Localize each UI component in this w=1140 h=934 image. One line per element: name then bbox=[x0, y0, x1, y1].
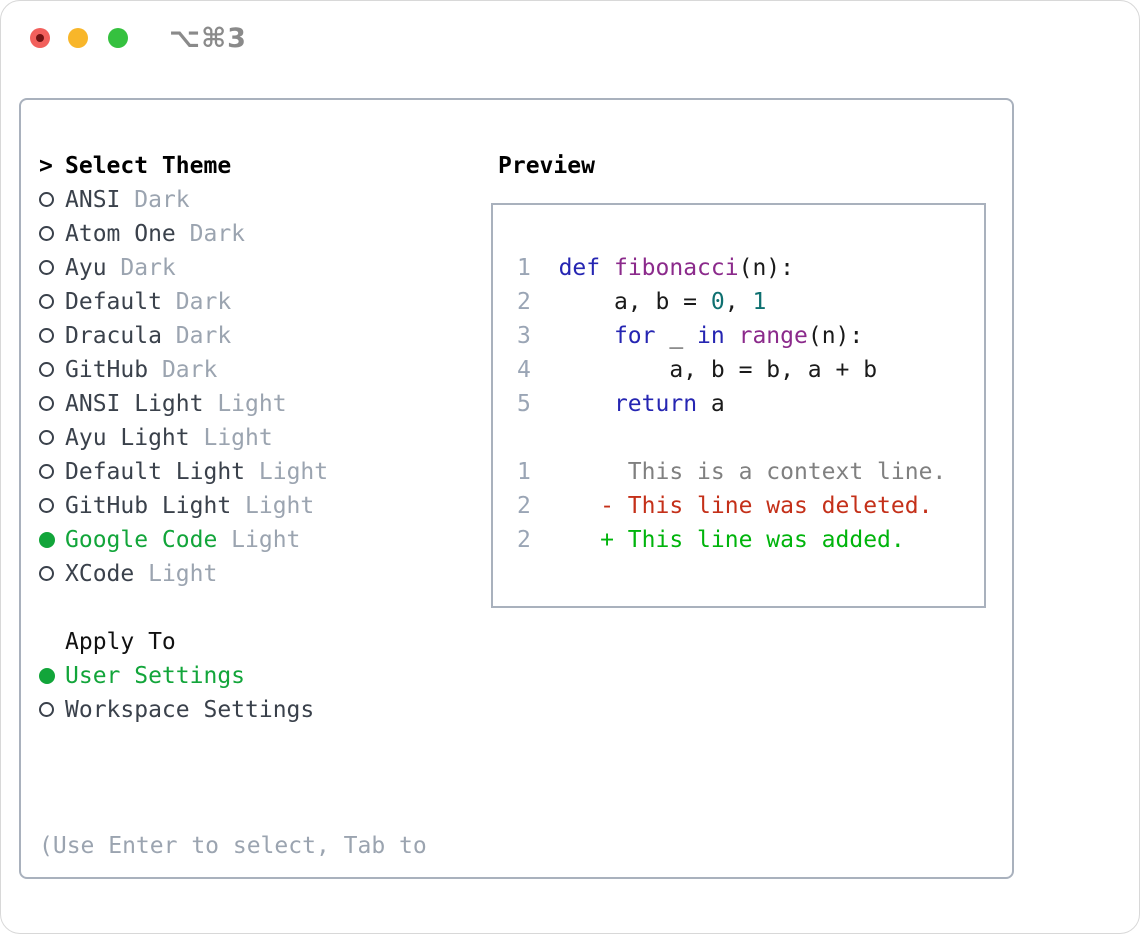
theme-variant: Dark bbox=[120, 255, 176, 281]
prompt-chevron-icon: > bbox=[39, 153, 53, 179]
radio-icon bbox=[39, 387, 54, 421]
theme-option[interactable]: ANSI Dark bbox=[39, 183, 328, 217]
theme-variant: Dark bbox=[161, 357, 218, 383]
theme-name: GitHub bbox=[65, 357, 162, 383]
preview-code-line: 2 + This line was added. bbox=[517, 527, 905, 553]
apply-option-label: User Settings bbox=[65, 663, 246, 689]
theme-name: Atom One bbox=[65, 221, 190, 247]
preview-code-line: 2 - This line was deleted. bbox=[517, 493, 933, 519]
radio-selected-icon bbox=[39, 659, 55, 693]
theme-option[interactable]: Ayu Light Light bbox=[39, 421, 328, 455]
theme-name: Default Light bbox=[65, 459, 259, 485]
theme-option[interactable]: GitHub Light Light bbox=[39, 489, 328, 523]
radio-icon bbox=[39, 489, 54, 523]
theme-variant: Dark bbox=[134, 187, 190, 213]
preview-title: Preview bbox=[498, 153, 595, 179]
theme-variant: Dark bbox=[175, 323, 232, 349]
theme-option[interactable]: Dracula Dark bbox=[39, 319, 328, 353]
radio-icon bbox=[39, 455, 54, 489]
radio-selected-icon bbox=[39, 523, 55, 557]
theme-name: ANSI Light bbox=[65, 391, 218, 417]
theme-option[interactable]: Default Light Light bbox=[39, 455, 328, 489]
preview-code-line bbox=[517, 421, 946, 455]
theme-option[interactable]: XCode Light bbox=[39, 557, 328, 591]
theme-variant: Light bbox=[258, 459, 329, 485]
preview-code-line: 1 This is a context line. bbox=[517, 459, 947, 485]
theme-option[interactable]: Ayu Dark bbox=[39, 251, 328, 285]
radio-icon bbox=[39, 353, 54, 387]
theme-name: Ayu Light bbox=[65, 425, 204, 451]
theme-option[interactable]: GitHub Dark bbox=[39, 353, 328, 387]
preview-code-line: 5 return a bbox=[517, 391, 725, 417]
apply-to-header: Apply To bbox=[39, 625, 314, 659]
apply-to-option[interactable]: User Settings bbox=[39, 659, 314, 693]
preview-box bbox=[491, 203, 986, 608]
theme-option[interactable]: Google Code Light bbox=[39, 523, 328, 557]
window-title: ⌥⌘3 bbox=[169, 23, 247, 54]
theme-variant: Dark bbox=[175, 289, 232, 315]
preview-code-line: 3 for _ in range(n): bbox=[517, 323, 864, 349]
theme-variant: Dark bbox=[189, 221, 246, 247]
apply-option-label: Workspace Settings bbox=[65, 697, 315, 723]
keyboard-hint: (Use Enter to select, Tab to change focu… bbox=[39, 761, 427, 933]
theme-list-header: > Select Theme bbox=[39, 149, 328, 183]
apply-to-spacer bbox=[39, 625, 54, 659]
radio-icon bbox=[39, 319, 54, 353]
radio-icon bbox=[39, 217, 54, 251]
preview-code-line: 4 a, b = b, a + b bbox=[517, 357, 878, 383]
titlebar: ⌥⌘3 bbox=[1, 1, 1139, 75]
traffic-light-zoom-button[interactable] bbox=[108, 28, 128, 48]
theme-option[interactable]: Atom One Dark bbox=[39, 217, 328, 251]
radio-icon bbox=[39, 285, 54, 319]
radio-icon bbox=[39, 183, 54, 217]
close-dot-icon bbox=[36, 34, 44, 42]
theme-variant: Light bbox=[231, 527, 301, 553]
radio-icon bbox=[39, 557, 54, 591]
theme-variant: Light bbox=[203, 425, 273, 451]
apply-to-label: Apply To bbox=[65, 629, 176, 655]
theme-variant: Light bbox=[245, 493, 315, 519]
theme-variant: Light bbox=[148, 561, 218, 587]
theme-list-title: Select Theme bbox=[65, 153, 232, 179]
radio-icon bbox=[39, 251, 54, 285]
hint-line-1: (Use Enter to select, Tab to bbox=[39, 833, 427, 859]
theme-name: Dracula bbox=[65, 323, 176, 349]
theme-option[interactable]: Default Dark bbox=[39, 285, 328, 319]
theme-name: Ayu bbox=[65, 255, 121, 281]
preview-code: 1 def fibonacci(n): 2 a, b = 0, 1 3 for _ … bbox=[517, 251, 946, 557]
radio-icon bbox=[39, 693, 54, 727]
preview-code-line: 1 def fibonacci(n): bbox=[517, 255, 794, 281]
theme-name: Default bbox=[65, 289, 176, 315]
theme-option[interactable]: ANSI Light Light bbox=[39, 387, 328, 421]
theme-name: ANSI bbox=[65, 187, 135, 213]
radio-icon bbox=[39, 421, 54, 455]
theme-name: GitHub Light bbox=[65, 493, 246, 519]
traffic-light-close-button[interactable] bbox=[30, 28, 50, 48]
apply-to-option[interactable]: Workspace Settings bbox=[39, 693, 314, 727]
preview-code-line: 2 a, b = 0, 1 bbox=[517, 289, 767, 315]
theme-variant: Light bbox=[217, 391, 287, 417]
traffic-light-minimize-button[interactable] bbox=[68, 28, 88, 48]
theme-name: XCode bbox=[65, 561, 149, 587]
theme-name: Google Code bbox=[65, 527, 232, 553]
